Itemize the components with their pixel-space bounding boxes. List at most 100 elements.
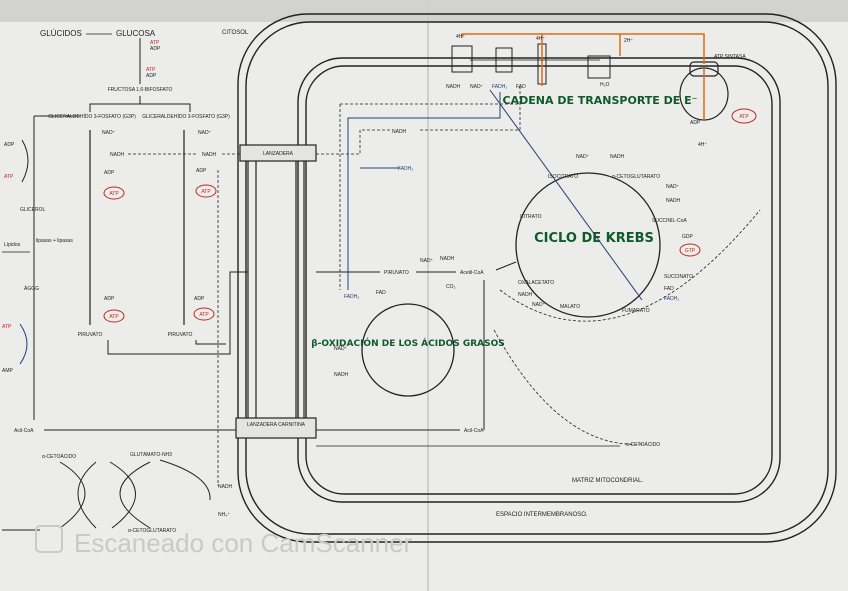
svg-text:ADP: ADP	[196, 168, 207, 174]
svg-text:FAD: FAD	[376, 290, 386, 296]
svg-text:ADP: ADP	[194, 296, 205, 302]
gliceraldehido-left-label: GLICERALDEHÍDO 3-FOSFATO (G3P)	[48, 113, 136, 120]
a-cetoacido-label: α-CETOÁCIDO	[626, 441, 660, 448]
svg-text:NADH: NADH	[518, 292, 533, 298]
svg-text:FAD: FAD	[664, 286, 674, 292]
svg-text:NAD⁺: NAD⁺	[576, 154, 590, 160]
succinato-label: SUCCINATO	[664, 274, 693, 280]
svg-text:ATP: ATP	[4, 174, 14, 180]
svg-text:4H⁺: 4H⁺	[456, 34, 465, 40]
mitochondrion-membranes	[237, 13, 837, 543]
electron-transport-chain	[451, 33, 729, 121]
svg-text:4H⁺: 4H⁺	[698, 142, 707, 148]
svg-text:NH₄⁺: NH₄⁺	[218, 512, 230, 518]
svg-text:CO₂: CO₂	[446, 284, 456, 290]
svg-text:NAD⁺: NAD⁺	[666, 184, 680, 190]
succinil-coa-label: SUCCINIL-CoA	[652, 218, 687, 224]
beta-oxidation-title: β-OXIDACIÓN DE LOS ÁCIDOS GRASOS	[311, 337, 505, 349]
svg-text:ADP: ADP	[690, 120, 701, 126]
atp-badges: ADP ATP ADP ATP ADP ATP ADP ATP	[103, 168, 217, 323]
svg-text:FADH₂: FADH₂	[664, 296, 679, 302]
svg-text:NADH: NADH	[446, 84, 461, 90]
acil-coa-mid-label: Acil-CoA	[464, 428, 484, 434]
svg-text:NAD⁺: NAD⁺	[334, 346, 348, 352]
acetil-coa-label: Acetil-CoA	[460, 270, 484, 276]
matriz-label: MATRIZ MITOCONDRIAL.	[572, 478, 643, 484]
svg-text:AMP: AMP	[2, 368, 14, 374]
svg-text:NADH: NADH	[666, 198, 681, 204]
svg-text:FADH₂: FADH₂	[492, 84, 507, 90]
svg-text:FADH₂: FADH₂	[344, 294, 359, 300]
krebs-cycle-circle	[515, 172, 661, 318]
svg-text:NAD⁺: NAD⁺	[420, 258, 434, 264]
isocitrato-label: ISOCITRATO	[548, 174, 578, 180]
svg-text:NADH: NADH	[218, 484, 233, 490]
svg-text:NADH: NADH	[440, 256, 455, 262]
malato-label: MALATO	[560, 304, 580, 310]
svg-text:4H⁺: 4H⁺	[536, 36, 545, 42]
camscanner-logo-icon	[35, 525, 63, 553]
lipasas-label: lipasas + lipasas	[36, 238, 73, 244]
glutamato-label: GLUTAMATO-NH3	[130, 452, 172, 458]
nad-label: NAD⁺	[198, 130, 212, 136]
krebs-title: CICLO DE KREBS	[534, 231, 654, 246]
svg-text:α-CETOGLUTARATO: α-CETOGLUTARATO	[128, 528, 176, 534]
a-cetoglutarato-label: α-CETOGLUTARATO	[612, 174, 660, 180]
svg-text:H₂O: H₂O	[600, 82, 610, 88]
glucidos-label: GLÚCIDOS	[40, 29, 82, 38]
agg-label: ÁGGG	[24, 285, 39, 292]
acil-coa-left-label: Acil-CoA	[14, 428, 34, 434]
nadh-label: NADH	[110, 152, 125, 158]
svg-text:ATP: ATP	[109, 191, 119, 197]
svg-text:α-CETOÁCIDO: α-CETOÁCIDO	[42, 453, 76, 460]
svg-text:NADH: NADH	[392, 129, 407, 135]
citosol-label: CITOSOL	[222, 30, 249, 36]
lanzadera-bottom-label: LANZADERA CARNITINA	[247, 422, 306, 428]
svg-text:2H⁺: 2H⁺	[624, 38, 633, 44]
nadh-label: NADH	[202, 152, 217, 158]
svg-text:ATP: ATP	[739, 114, 749, 120]
beta-oxidation-circle	[361, 303, 455, 397]
svg-text:FADH₂: FADH₂	[398, 166, 413, 172]
svg-text:GTP: GTP	[685, 248, 696, 254]
oxalacetato-label: OXALACETATO	[518, 280, 554, 286]
lipidos-label: Lípidos	[4, 242, 21, 248]
lanzadera-top-label: LANZADERA	[263, 151, 294, 157]
glucosa-label: GLUCOSA	[116, 29, 156, 38]
gliceraldehido-right-label: GLICERALDEHÍDO 3-FOSFATO (G3P)	[142, 113, 230, 120]
lanzadera-bottom: LANZADERA CARNITINA	[235, 417, 317, 439]
svg-text:ADP: ADP	[104, 170, 115, 176]
piruvato-mito-label: PIRUVATO	[384, 270, 409, 276]
glicerol-label: GLICEROL	[20, 207, 46, 213]
svg-text:FAD: FAD	[516, 84, 526, 90]
svg-text:GDP: GDP	[682, 234, 694, 240]
svg-text:ADP: ADP	[4, 142, 15, 148]
svg-text:NADH: NADH	[610, 154, 625, 160]
svg-text:ATP: ATP	[109, 314, 119, 320]
piruvato-right-label: PIRUVATO	[168, 332, 193, 338]
piruvato-left-label: PIRUVATO	[78, 332, 103, 338]
fructosa-label: FRUCTOSA 1,6-BIFOSFATO	[108, 87, 173, 93]
atp-label: ATP	[150, 40, 160, 46]
adp-label: ADP	[146, 73, 157, 79]
svg-text:ATP: ATP	[2, 324, 12, 330]
adp-label: ADP	[150, 46, 161, 52]
svg-text:NAD⁺: NAD⁺	[470, 84, 484, 90]
fumarato-label: FUMARATO	[622, 308, 650, 314]
svg-text:ATP: ATP	[199, 312, 209, 318]
svg-text:NAD⁺: NAD⁺	[532, 302, 546, 308]
svg-text:NADH: NADH	[334, 372, 349, 378]
nad-label: NAD⁺	[102, 130, 116, 136]
watermark: Escaneado con CamScanner	[74, 528, 413, 558]
svg-text:ATP: ATP	[201, 189, 211, 195]
cadena-label: CADENA DE TRANSPORTE DE E⁻	[503, 94, 698, 107]
svg-text:ADP: ADP	[104, 296, 115, 302]
espacio-label: ESPACIO INTERMEMBRANOSO.	[496, 512, 588, 518]
citrato-label: CITRATO	[520, 214, 542, 220]
atp-label: ATP	[146, 67, 156, 73]
atp-sintasa-label: ATP SINTASA	[714, 54, 746, 60]
lanzadera-top: LANZADERA	[239, 144, 317, 162]
